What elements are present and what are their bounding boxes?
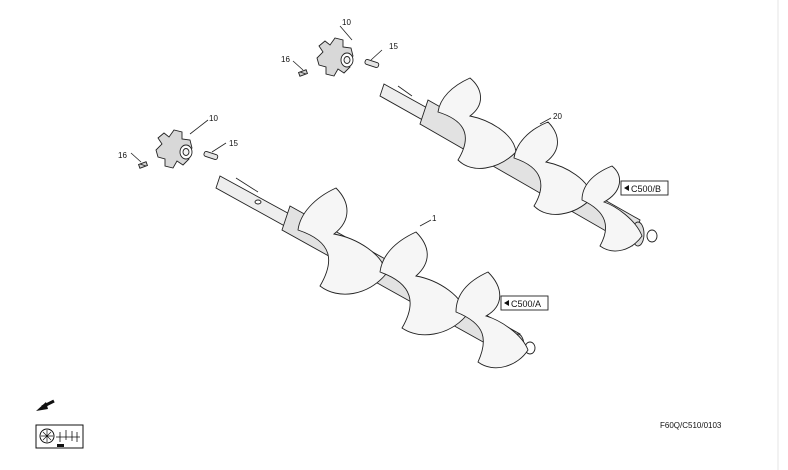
drawing-code: F60Q/C510/0103 bbox=[660, 421, 722, 430]
callout-leaders bbox=[130, 25, 552, 227]
machine-section-icon bbox=[35, 424, 84, 449]
callout-top-screw: 16 bbox=[281, 55, 290, 64]
top-set-screw bbox=[297, 69, 309, 77]
direction-arrow-icon bbox=[36, 399, 55, 411]
callout-bottom-sprocket: 10 bbox=[209, 114, 218, 123]
reference-top-label: C500/B bbox=[631, 184, 661, 194]
top-auger-assembly bbox=[297, 37, 658, 252]
callout-top-key: 15 bbox=[389, 42, 398, 51]
reference-bottom-label: C500/A bbox=[511, 299, 541, 309]
callout-top-sprocket: 10 bbox=[342, 18, 351, 27]
callout-bottom-auger: 1 bbox=[432, 214, 437, 223]
callout-bottom-screw: 16 bbox=[118, 151, 127, 160]
callout-bottom-key: 15 bbox=[229, 139, 238, 148]
bottom-auger-assembly bbox=[137, 129, 536, 369]
bottom-key bbox=[203, 151, 219, 160]
pointer-left-icon bbox=[504, 300, 509, 306]
top-auger-flights bbox=[437, 77, 643, 252]
bottom-auger-flights bbox=[297, 187, 529, 369]
top-sprocket bbox=[316, 37, 354, 77]
pointer-left-icon bbox=[624, 185, 629, 191]
reference-box-bottom[interactable]: C500/A bbox=[500, 295, 549, 311]
callout-top-auger: 20 bbox=[553, 112, 562, 121]
top-key bbox=[364, 59, 380, 68]
bottom-sprocket bbox=[155, 129, 193, 169]
bottom-set-screw bbox=[137, 161, 149, 169]
reference-box-top[interactable]: C500/B bbox=[620, 180, 669, 196]
